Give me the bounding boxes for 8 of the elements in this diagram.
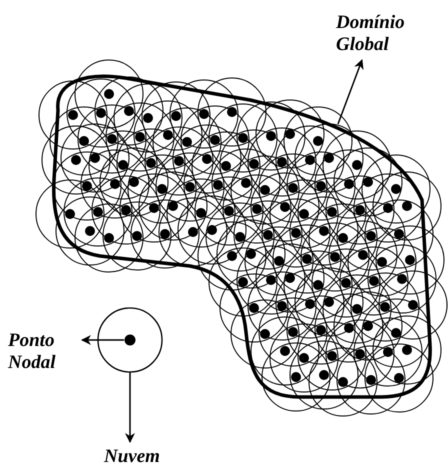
callout-label: Domínio Global — [336, 12, 426, 56]
leader-arrow — [337, 59, 364, 124]
leader-arrow — [125, 372, 135, 443]
cloud-circle — [97, 307, 163, 373]
nodal-point — [124, 334, 136, 346]
callout-label: Nuvem — [104, 446, 174, 468]
callout-label: Ponto Nodal — [8, 330, 80, 374]
leader-arrow — [81, 335, 124, 345]
